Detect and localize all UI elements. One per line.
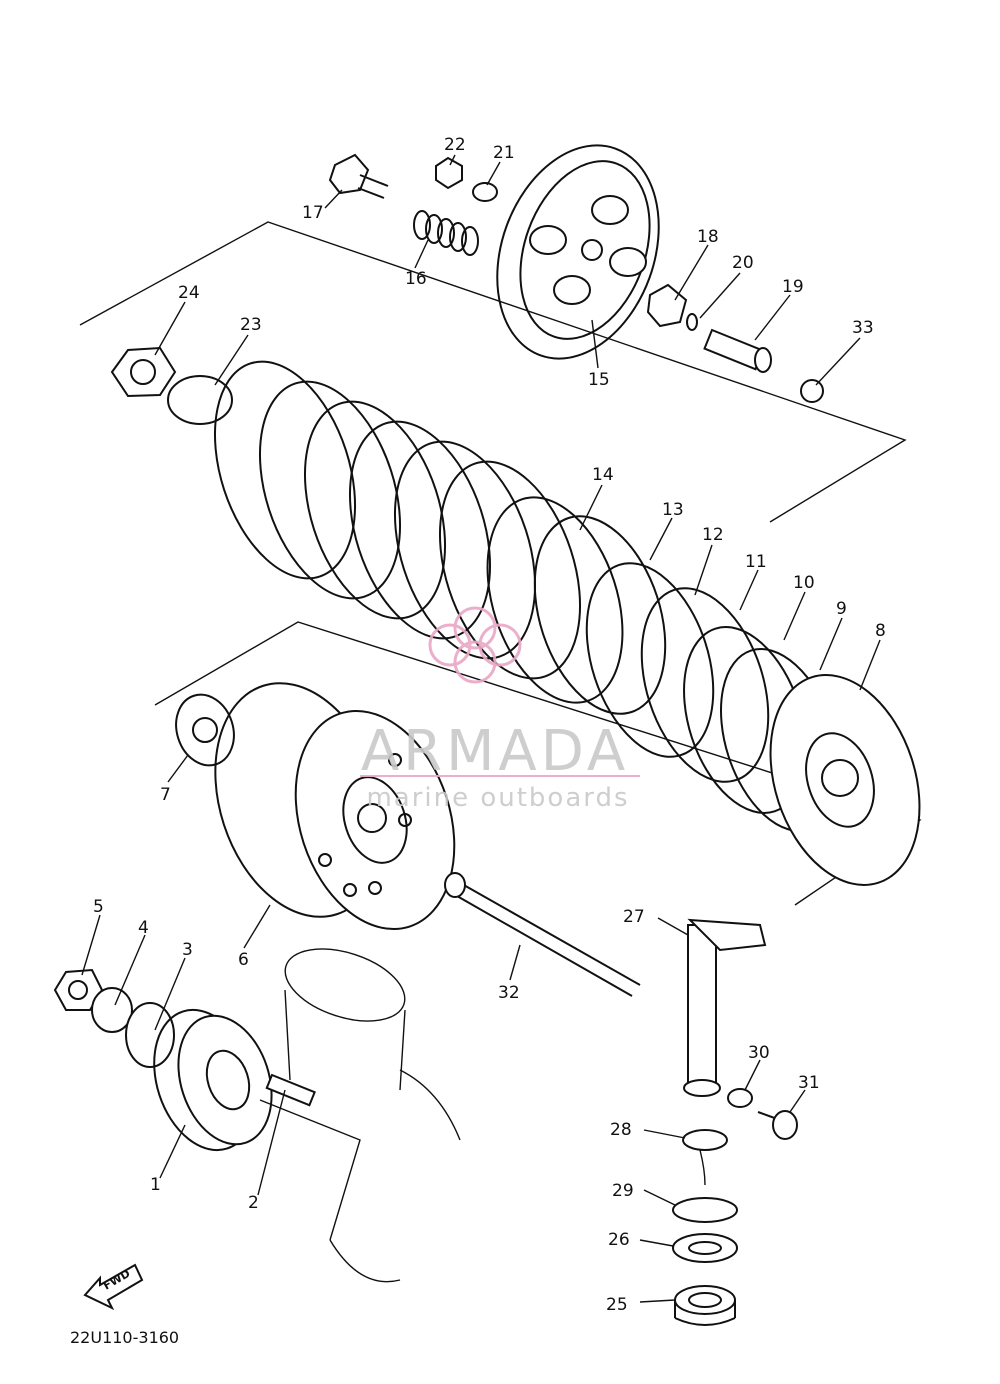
watermark-tagline: marine outboards: [366, 783, 629, 813]
push-lever-axle: [683, 918, 767, 1097]
ball-33: [800, 379, 824, 403]
callout-13: 13: [662, 500, 684, 520]
washer-21: [472, 182, 498, 202]
washer-30: [727, 1088, 753, 1108]
seat-plate-12: [585, 562, 715, 758]
lock-washer-4: [91, 987, 133, 1033]
washer-29: [672, 1197, 738, 1223]
torsion-spring-28: [682, 1129, 728, 1151]
callout-9: 9: [836, 599, 847, 619]
callout-20: 20: [732, 253, 754, 273]
lock-washer-23: [167, 375, 233, 425]
callout-5: 5: [93, 897, 104, 917]
callout-4: 4: [138, 918, 149, 938]
clutch-spring: [413, 210, 479, 256]
callout-28: 28: [610, 1120, 632, 1140]
oil-seal-26: [672, 1233, 738, 1263]
callout-32: 32: [498, 983, 520, 1003]
push-rod-19: [703, 328, 772, 373]
push-rod-nut: [646, 283, 688, 328]
cushion-plate-13: [533, 515, 667, 715]
callout-22: 22: [444, 135, 466, 155]
callout-33: 33: [852, 318, 874, 338]
leader-lines: [81, 154, 881, 1303]
callout-10: 10: [793, 573, 815, 593]
push-lever-shaft: [444, 872, 641, 997]
callout-18: 18: [697, 227, 719, 247]
callout-15: 15: [588, 370, 610, 390]
callout-30: 30: [748, 1043, 770, 1063]
clutch-plate-stack: [213, 360, 624, 704]
callout-17: 17: [302, 203, 324, 223]
watermark-brand: ARMADA: [361, 719, 629, 784]
o-ring-20: [686, 313, 698, 331]
callout-7: 7: [160, 785, 171, 805]
spring-bolt: [328, 153, 389, 199]
washer-3: [125, 1002, 175, 1068]
primary-drive-gear: [153, 1008, 273, 1152]
callout-19: 19: [782, 277, 804, 297]
thrust-washer-7: [175, 693, 235, 767]
bearing-25: [674, 1285, 736, 1326]
callout-24: 24: [178, 283, 200, 303]
key-2: [265, 1073, 316, 1107]
fwd-arrow-icon: FWD: [83, 1263, 144, 1311]
callout-11: 11: [745, 552, 767, 572]
flower-logo-icon: [428, 606, 522, 684]
plate-11: [640, 587, 770, 783]
crankshaft-outline: [259, 948, 461, 1283]
callout-1: 1: [150, 1175, 161, 1195]
callout-27: 27: [623, 907, 645, 927]
callout-14: 14: [592, 465, 614, 485]
pressure-plate: [496, 144, 660, 360]
nut-24: [110, 346, 177, 398]
diagram-code: 22U110-3160: [70, 1328, 179, 1347]
callout-6: 6: [238, 950, 249, 970]
callout-16: 16: [405, 269, 427, 289]
callout-2: 2: [248, 1193, 259, 1213]
callout-23: 23: [240, 315, 262, 335]
armada-watermark: ARMADA marine outboards: [360, 606, 640, 813]
clutch-boss: [769, 674, 921, 886]
clutch-housing: [214, 682, 456, 931]
callout-12: 12: [702, 525, 724, 545]
callout-25: 25: [606, 1295, 628, 1315]
callout-labels: 1 2 3 4 5 6 7 8 9 10 11 12 13 14 15 16 1…: [93, 135, 886, 1315]
callout-26: 26: [608, 1230, 630, 1250]
callout-3: 3: [182, 940, 193, 960]
upper-group-frame: [79, 221, 907, 523]
callout-21: 21: [493, 143, 515, 163]
nut-22: [435, 156, 463, 190]
callout-31: 31: [798, 1073, 820, 1093]
screw-31: [757, 1110, 798, 1140]
callout-8: 8: [875, 621, 886, 641]
callout-29: 29: [612, 1181, 634, 1201]
